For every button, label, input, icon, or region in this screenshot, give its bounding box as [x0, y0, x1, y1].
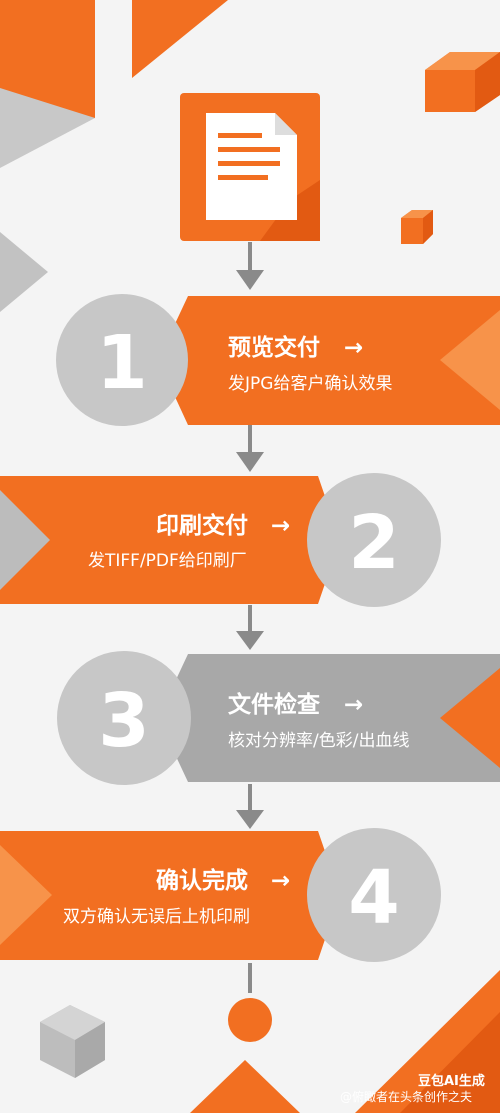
step-number: 2: [348, 500, 400, 586]
step-number: 4: [348, 855, 400, 941]
arrow-down-icon: [236, 242, 264, 290]
step-subtitle: 双方确认无误后上机印刷: [63, 907, 250, 927]
connectors: [236, 242, 264, 993]
step-title: 印刷交付: [156, 512, 248, 539]
watermark: @俯瞰者在头条创作之夫 豆包AI生成: [340, 1073, 485, 1104]
step-number-circle: [307, 828, 441, 962]
watermark-text: @俯瞰者在头条创作之夫: [340, 1089, 472, 1104]
arrow-down-icon: [248, 963, 252, 993]
step-banner: [158, 654, 500, 782]
step-banner-accent: [0, 845, 52, 945]
deco-cube-orange-small: [401, 210, 433, 244]
step-number-circle: [57, 651, 191, 785]
step-subtitle: 发JPG给客户确认效果: [228, 374, 392, 394]
step-banner-accent: [440, 310, 500, 410]
step-subtitle: 发TIFF/PDF给印刷厂: [88, 551, 247, 571]
step-4: 4 确认完成 → 双方确认无误后上机印刷: [0, 828, 441, 962]
deco-orange-bottom-right-dark: [400, 1012, 500, 1113]
step-banner: [158, 296, 500, 425]
step-title: 文件检查: [228, 691, 320, 718]
document-icon: [180, 93, 320, 241]
deco-orange-dot: [228, 998, 272, 1042]
deco-cube-orange-large: [425, 52, 500, 112]
step-title: 预览交付: [228, 334, 320, 361]
step-number-circle: [56, 294, 188, 426]
watermark-brand: 豆包AI生成: [418, 1073, 485, 1089]
step-banner-accent: [440, 668, 500, 768]
title-arrow-icon: →: [344, 335, 363, 361]
arrow-down-icon: [236, 784, 264, 829]
step-subtitle: 核对分辨率/色彩/出血线: [228, 731, 409, 751]
deco-orange-bottom-left: [190, 1060, 300, 1113]
step-number-circle: [307, 473, 441, 607]
arrow-down-icon: [236, 424, 264, 472]
step-3: 3 文件检查 → 核对分辨率/色彩/出血线: [57, 651, 500, 785]
step-number: 3: [98, 678, 150, 764]
step-banner: [0, 476, 340, 604]
deco-orange-triangle-top: [132, 0, 228, 78]
step-number: 1: [96, 320, 148, 406]
step-2: 2 印刷交付 → 发TIFF/PDF给印刷厂: [0, 473, 441, 607]
step-1: 1 预览交付 → 发JPG给客户确认效果: [56, 294, 500, 426]
deco-orange-corner: [0, 0, 95, 118]
title-arrow-icon: →: [271, 513, 290, 539]
deco-gray-left-wedge: [0, 232, 48, 312]
title-arrow-icon: →: [344, 692, 363, 718]
step-banner-accent: [0, 490, 50, 590]
step-banner: [0, 831, 340, 960]
step-title: 确认完成: [156, 867, 248, 894]
title-arrow-icon: →: [271, 868, 290, 894]
deco-cube-gray: [40, 1005, 105, 1078]
arrow-down-icon: [236, 605, 264, 650]
